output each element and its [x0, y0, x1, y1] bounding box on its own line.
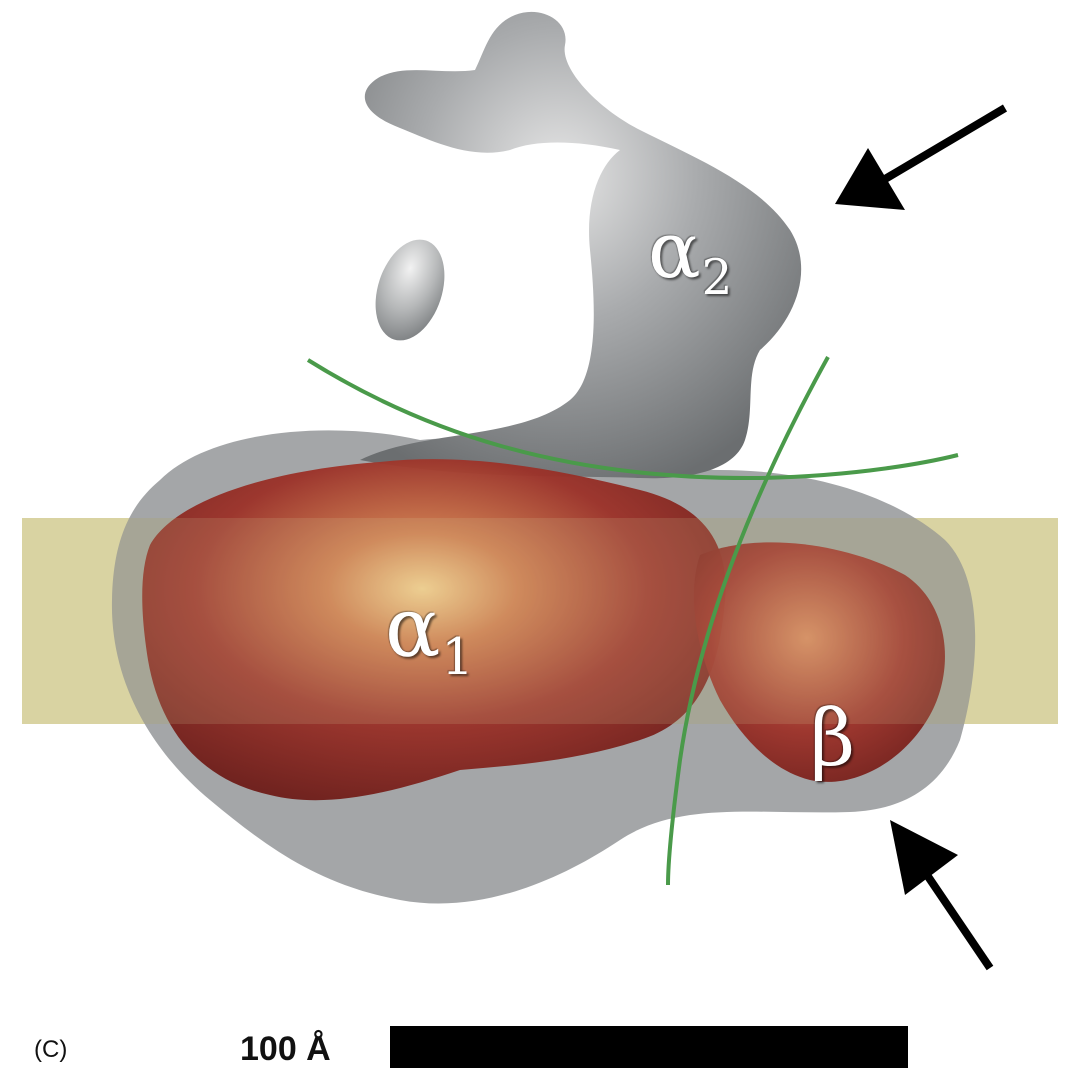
detached-density [363, 231, 456, 350]
arrow-lower-right [890, 820, 990, 968]
scale-bar-label: 100 Å [240, 1030, 331, 1069]
alpha1-subscript: 1 [441, 627, 473, 686]
alpha1-label: α1 [385, 588, 474, 670]
panel-label: (C) [34, 1036, 67, 1064]
alpha2-symbol: α [648, 206, 701, 296]
beta-symbol: β [810, 694, 855, 784]
alpha1-symbol: α [385, 581, 440, 676]
beta-label: β [810, 700, 855, 778]
membrane-overlay [22, 518, 1058, 724]
alpha2-subscript: 2 [702, 250, 733, 306]
scale-bar [390, 1026, 908, 1068]
arrow-upper-right [835, 108, 1005, 210]
alpha2-label: α2 [648, 212, 732, 290]
